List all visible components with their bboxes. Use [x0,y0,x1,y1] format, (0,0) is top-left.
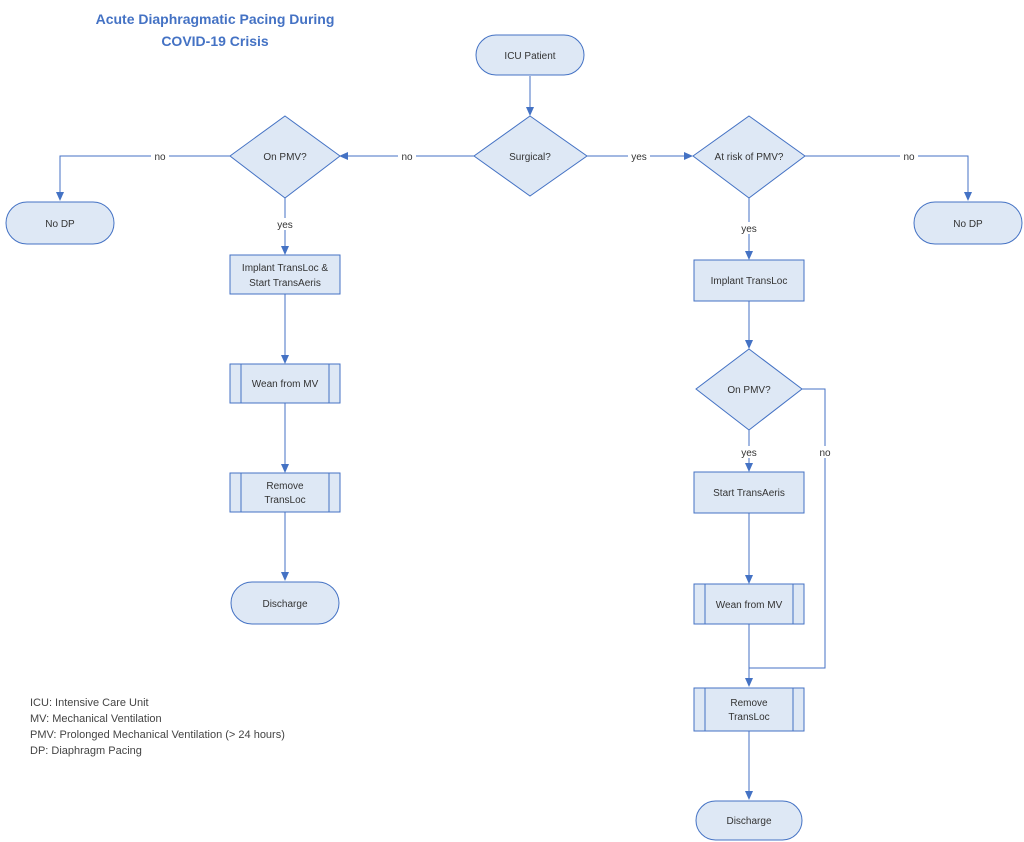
label-risk-yes: yes [741,224,757,235]
legend-item-pmv: PMV: Prolonged Mechanical Ventilation (>… [30,729,285,741]
label-surgical-no: no [401,152,413,163]
node-no-dp-right-label: No DP [953,219,983,230]
node-discharge-left-label: Discharge [262,599,307,610]
label-surgical-yes: yes [631,152,647,163]
node-remove-left-label-2: TransLoc [264,495,305,506]
label-bg [737,222,761,234]
node-remove-right-label-2: TransLoc [728,712,769,723]
edge-pmv-right-no [749,388,826,669]
node-on-pmv-left-decision [229,115,341,199]
label-bg [628,150,650,162]
label-bg [398,150,416,162]
label-bg [737,446,761,458]
node-surgical-decision [473,115,588,197]
node-discharge-right-label: Discharge [726,816,771,827]
node-start-transaeris-label: Start TransAeris [713,488,785,499]
node-implant-start-label-1: Implant TransLoc & [242,263,328,274]
node-no-dp-right [913,201,1023,245]
label-pmv-right-no: no [819,448,831,459]
node-wean-right [693,583,805,625]
node-at-risk-label: At risk of PMV? [715,152,784,163]
title-line-1: Acute Diaphragmatic Pacing During [96,11,335,27]
label-bg [816,446,834,458]
label-bg [151,150,169,162]
node-remove-right [693,687,805,732]
node-discharge-left [230,581,340,625]
label-pmv-left-yes: yes [277,220,293,231]
node-implant-right-label: Implant TransLoc [711,276,788,287]
node-surgical-label: Surgical? [509,152,551,163]
edge-risk-no [805,155,972,201]
node-remove-right-label-1: Remove [730,698,768,709]
label-pmv-left-no: no [154,152,166,163]
node-no-dp-left-label: No DP [45,219,75,230]
node-no-dp-left [5,201,115,245]
node-icu-patient-label: ICU Patient [504,51,555,62]
node-remove-left-label-1: Remove [266,481,304,492]
edge-pmv-left-no [56,155,230,201]
legend-item-mv: MV: Mechanical Ventilation [30,713,162,725]
node-wean-right-label: Wean from MV [716,600,783,611]
label-bg [900,150,918,162]
node-implant-start-label-2: Start TransAeris [249,278,321,289]
node-icu-patient [475,34,585,76]
label-pmv-right-yes: yes [741,448,757,459]
node-wean-left [229,363,341,404]
node-on-pmv-right-decision [695,348,803,431]
node-at-risk-decision [692,115,806,199]
node-implant-right [693,259,805,302]
node-on-pmv-left-label: On PMV? [263,152,307,163]
label-bg [273,218,297,230]
node-remove-left [229,472,341,513]
node-wean-left-label: Wean from MV [252,379,319,390]
node-implant-start-left [229,254,341,295]
legend-item-dp: DP: Diaphragm Pacing [30,745,142,757]
node-discharge-right [695,800,803,841]
node-start-transaeris [693,471,805,514]
node-on-pmv-right-label: On PMV? [727,385,771,396]
legend-item-icu: ICU: Intensive Care Unit [30,697,149,709]
label-risk-no: no [903,152,915,163]
title-line-2: COVID-19 Crisis [161,33,269,49]
